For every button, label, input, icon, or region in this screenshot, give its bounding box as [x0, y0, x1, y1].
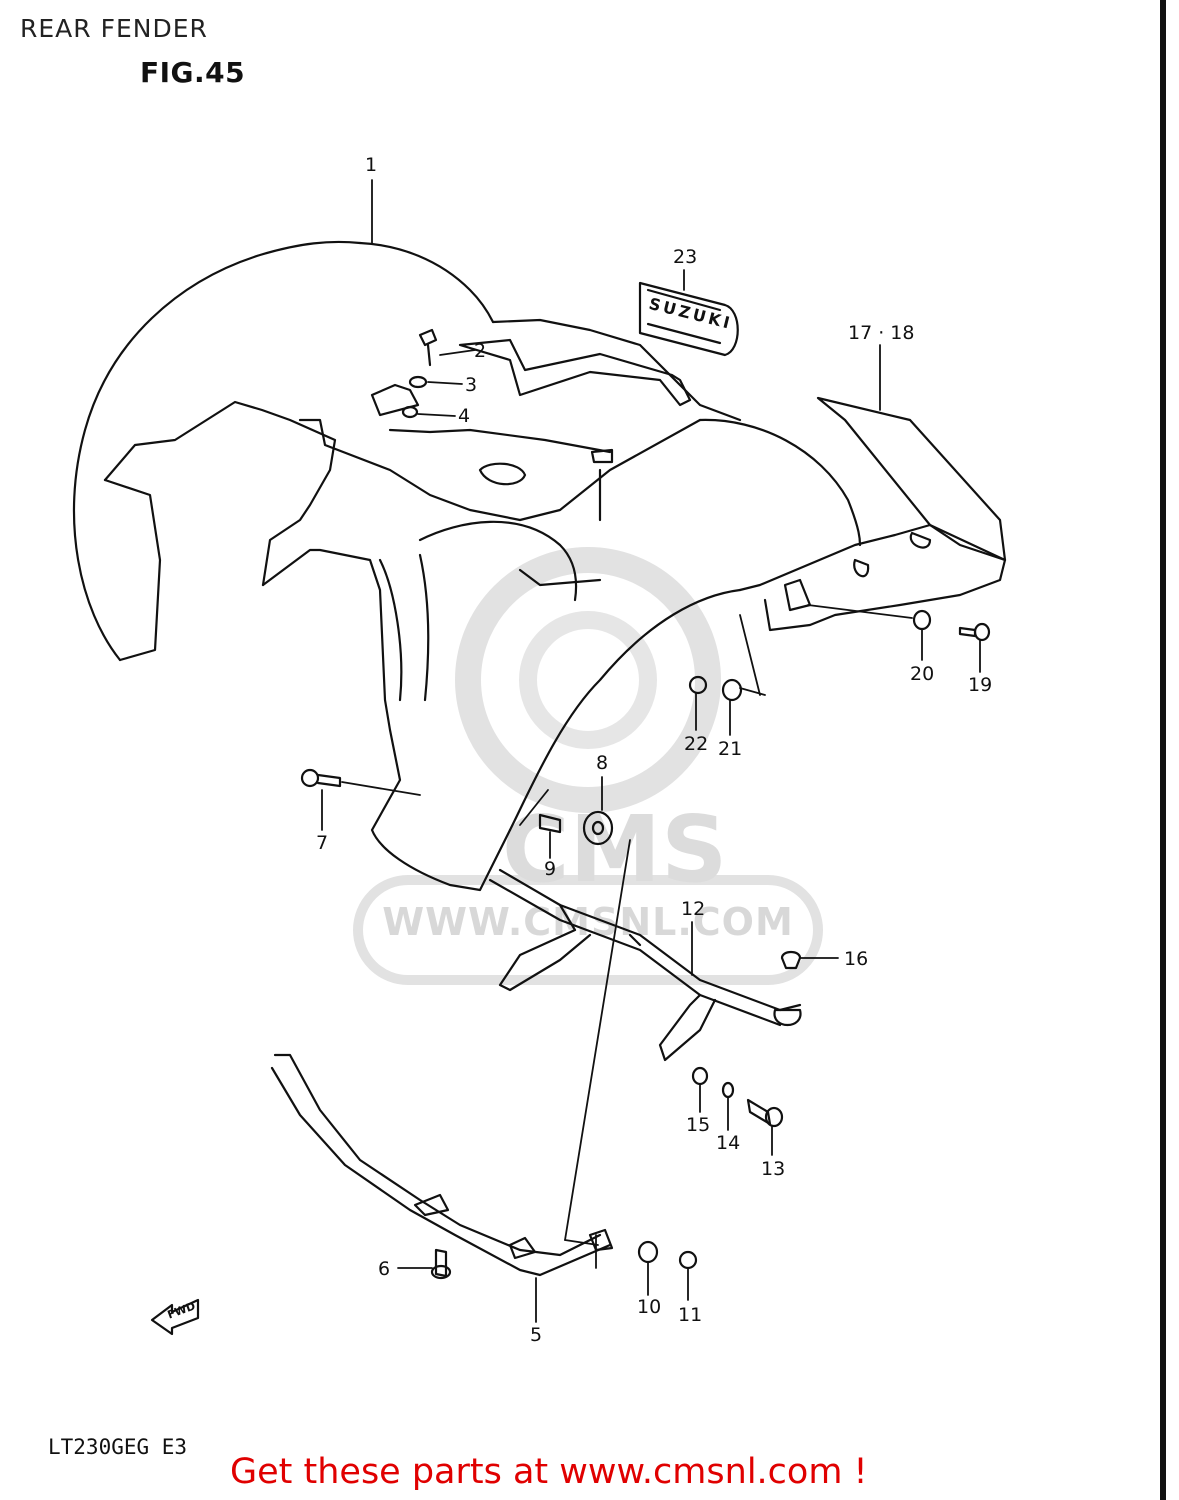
callout-22[interactable]: 22	[684, 733, 709, 755]
callout-11[interactable]: 11	[678, 1304, 703, 1326]
callout-19[interactable]: 19	[968, 674, 993, 696]
figure-number: FIG.45	[140, 56, 246, 89]
callout-20[interactable]: 20	[910, 663, 935, 685]
callout-21[interactable]: 21	[718, 738, 743, 760]
callout-1[interactable]: 1	[365, 154, 378, 176]
callout-15[interactable]: 15	[686, 1114, 711, 1136]
callout-6[interactable]: 6	[378, 1258, 391, 1280]
model-code: LT230GEG E3	[48, 1435, 188, 1459]
page-edge-divider	[1160, 0, 1166, 1500]
callout-12[interactable]: 12	[681, 898, 706, 920]
lower-brace[interactable]	[488, 868, 802, 1062]
callout-10[interactable]: 10	[637, 1296, 662, 1318]
rear-fender-body[interactable]	[72, 240, 1007, 892]
side-decal-plate[interactable]	[816, 396, 1007, 562]
callout-17-18[interactable]: 17 · 18	[848, 322, 915, 344]
lower-stay[interactable]	[270, 1053, 614, 1277]
callout-7[interactable]: 7	[316, 832, 329, 854]
callout-4[interactable]: 4	[458, 405, 471, 427]
callout-16[interactable]: 16	[844, 948, 869, 970]
fwd-arrow-icon	[150, 1298, 200, 1336]
callout-14[interactable]: 14	[716, 1132, 741, 1154]
page-title: REAR FENDER	[20, 14, 208, 43]
callout-8[interactable]: 8	[596, 752, 609, 774]
suzuki-emblem-badge[interactable]	[638, 281, 739, 357]
callout-3[interactable]: 3	[465, 374, 478, 396]
cta-link[interactable]: Get these parts at www.cmsnl.com !	[230, 1452, 868, 1492]
callout-2[interactable]: 2	[474, 340, 487, 362]
leader-lines	[321, 179, 981, 1323]
callout-23[interactable]: 23	[673, 246, 698, 268]
callout-13[interactable]: 13	[761, 1158, 786, 1180]
callout-5[interactable]: 5	[530, 1324, 543, 1346]
callout-9[interactable]: 9	[544, 858, 557, 880]
